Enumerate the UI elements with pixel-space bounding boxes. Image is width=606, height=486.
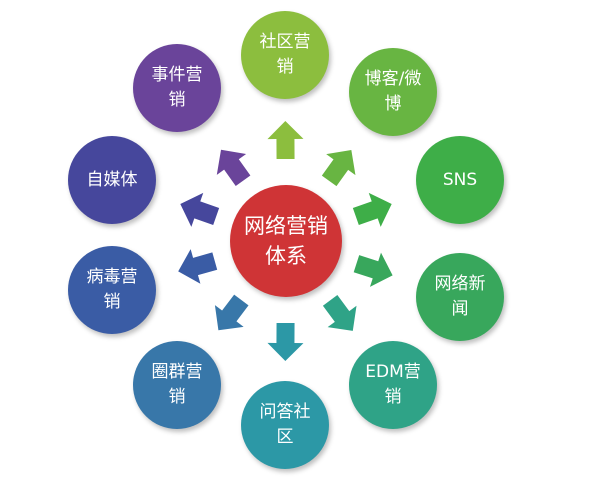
node-5: 问答社区	[241, 381, 329, 469]
node-2: SNS	[416, 136, 504, 224]
arrow-icon	[214, 294, 249, 331]
arrow-icon	[353, 252, 393, 287]
arrow-icon	[178, 249, 218, 284]
node-label: 问答社区	[259, 402, 311, 447]
node-label: 事件营销	[151, 65, 203, 110]
node-9: 事件营销	[133, 44, 221, 132]
arrow-icon	[322, 295, 357, 331]
node-6: 圈群营销	[133, 341, 221, 429]
arrow-icon	[180, 192, 220, 227]
node-label: SNS	[442, 169, 478, 190]
node-label: 圈群营销	[151, 362, 203, 407]
arrow-icon	[267, 121, 304, 160]
node-label: 社区营销	[259, 32, 311, 77]
node-label: 博客/微博	[364, 69, 422, 114]
arrow-icon	[267, 322, 304, 361]
node-label: 网络新闻	[434, 274, 486, 319]
node-4: EDM营销	[349, 341, 437, 429]
arrow-icon	[216, 149, 251, 186]
node-0: 社区营销	[241, 11, 329, 99]
center-node: 网络营销体系	[230, 185, 342, 297]
node-3: 网络新闻	[416, 253, 504, 341]
node-7: 病毒营销	[68, 246, 156, 334]
node-label: EDM营销	[365, 362, 421, 407]
node-1: 博客/微博	[349, 48, 437, 136]
node-label: 自媒体	[86, 169, 138, 190]
node-label: 病毒营销	[86, 267, 138, 312]
arrow-icon	[321, 150, 356, 187]
center-label: 网络营销体系	[244, 214, 328, 268]
arrow-icon	[352, 192, 392, 227]
node-8: 自媒体	[68, 136, 156, 224]
